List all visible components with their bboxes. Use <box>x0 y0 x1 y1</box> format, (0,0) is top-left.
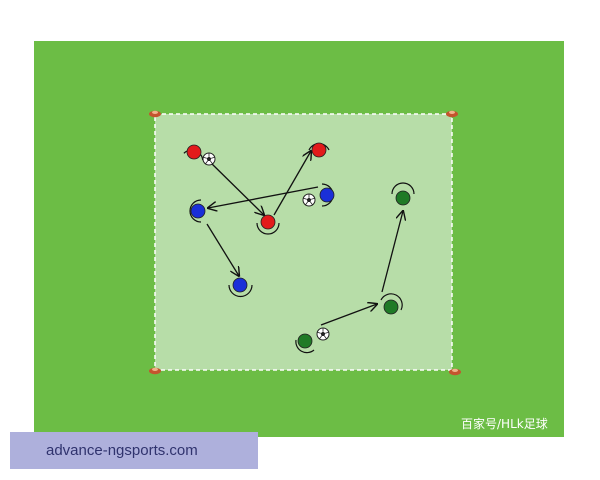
source-banner: advance-ngsports.com <box>10 432 258 469</box>
watermark-text: 百家号/HLk足球 <box>461 417 548 431</box>
ball-red <box>202 152 216 166</box>
arrow-blue-pass-1 <box>208 186 319 208</box>
ball-blue <box>302 193 316 207</box>
cone-top-left <box>149 110 161 118</box>
arrow-green-pass-1 <box>320 304 377 326</box>
cone-bottom-right <box>449 368 461 376</box>
player-red-3 <box>256 214 280 235</box>
arrow-red-pass-2 <box>273 151 311 216</box>
player-green-1 <box>391 182 415 206</box>
cone-bottom-left <box>149 367 161 375</box>
arrow-green-pass-2 <box>381 211 403 293</box>
source-url: advance-ngsports.com <box>46 442 198 459</box>
arrow-blue-pass-2 <box>206 223 239 276</box>
player-green-3 <box>295 333 315 354</box>
player-green-2 <box>380 293 403 315</box>
pass-arrows <box>206 151 403 326</box>
player-blue-3 <box>228 277 253 298</box>
cone-top-right <box>446 110 458 118</box>
ball-green <box>316 327 330 341</box>
player-red-2 <box>308 142 330 158</box>
player-blue-1 <box>319 183 335 207</box>
player-blue-2 <box>189 199 206 223</box>
arrow-red-pass-1 <box>208 160 264 215</box>
player-red-1 <box>183 144 204 161</box>
